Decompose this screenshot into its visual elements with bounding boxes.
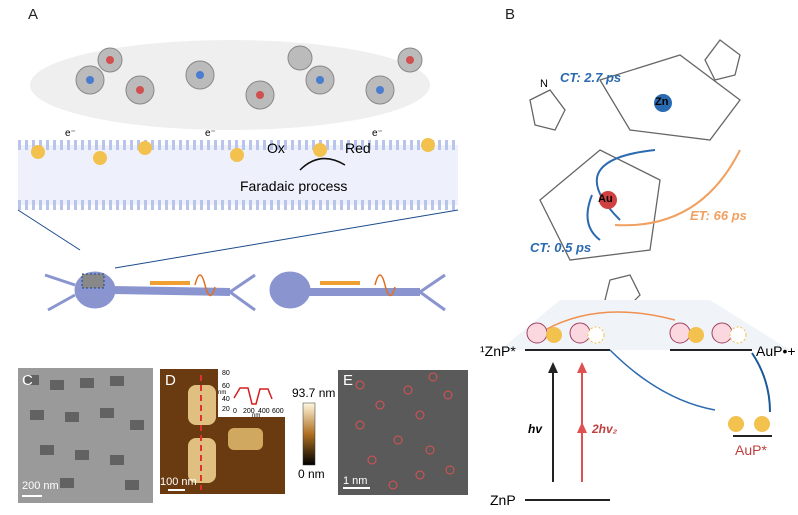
inset-xlabel: nm	[252, 413, 261, 419]
aup-excited-label: AuP*	[735, 442, 767, 458]
inset-ytick: 80	[222, 370, 230, 377]
inset-xtick: 600	[272, 408, 284, 415]
electron-label: e⁻	[65, 128, 76, 139]
scale-bar-e: 1 nm	[343, 475, 368, 487]
inset-ytick: 40	[222, 396, 230, 403]
zn-atom-label: Zn	[655, 96, 669, 108]
electron-label: e⁻	[372, 128, 383, 139]
ox-label: Ox	[267, 140, 285, 156]
cell-membrane	[17, 138, 459, 269]
scale-bar-c: 200 nm	[22, 480, 59, 492]
electron-label: e⁻	[205, 128, 216, 139]
inset-xtick: 0	[233, 408, 237, 415]
colorbar-min: 0 nm	[298, 467, 325, 481]
porphyrin-network	[30, 40, 430, 130]
inset-ytick: 20	[222, 406, 230, 413]
panel-label-b: B	[505, 6, 516, 23]
inset-xtick: 200	[243, 408, 255, 415]
two-hv-label: 2hv₂	[592, 422, 618, 436]
neurons	[44, 271, 446, 312]
inset-ylabel: nm	[218, 390, 227, 396]
nitrogen-label: N	[540, 78, 548, 90]
panel-label-c: C	[22, 372, 33, 389]
colorbar-max: 93.7 nm	[292, 386, 336, 400]
energy-diagram	[500, 300, 790, 501]
au-atom-label: Au	[598, 193, 613, 205]
inset-ytick: 60	[222, 383, 230, 390]
zn-excited-label: ¹ZnP*	[480, 343, 516, 359]
hv-label: hv	[528, 422, 543, 436]
panel-label-d: D	[165, 372, 176, 389]
panel-label-a: A	[28, 6, 39, 23]
znp-ground-label: ZnP	[490, 492, 516, 508]
colorbar	[302, 402, 316, 466]
faradaic-process-label: Faradaic process	[240, 178, 348, 194]
aup-cation-label: AuP•+	[756, 343, 796, 359]
et-66ps-label: ET: 66 ps	[690, 208, 747, 223]
ct-2-7ps-label: CT: 2.7 ps	[560, 70, 622, 85]
ct-0-5ps-label: CT: 0.5 ps	[530, 240, 592, 255]
scale-bar-d: 100 nm	[160, 476, 197, 488]
inset-xtick: 400	[258, 408, 270, 415]
red-label: Red	[345, 140, 371, 156]
panel-label-e: E	[343, 372, 354, 389]
